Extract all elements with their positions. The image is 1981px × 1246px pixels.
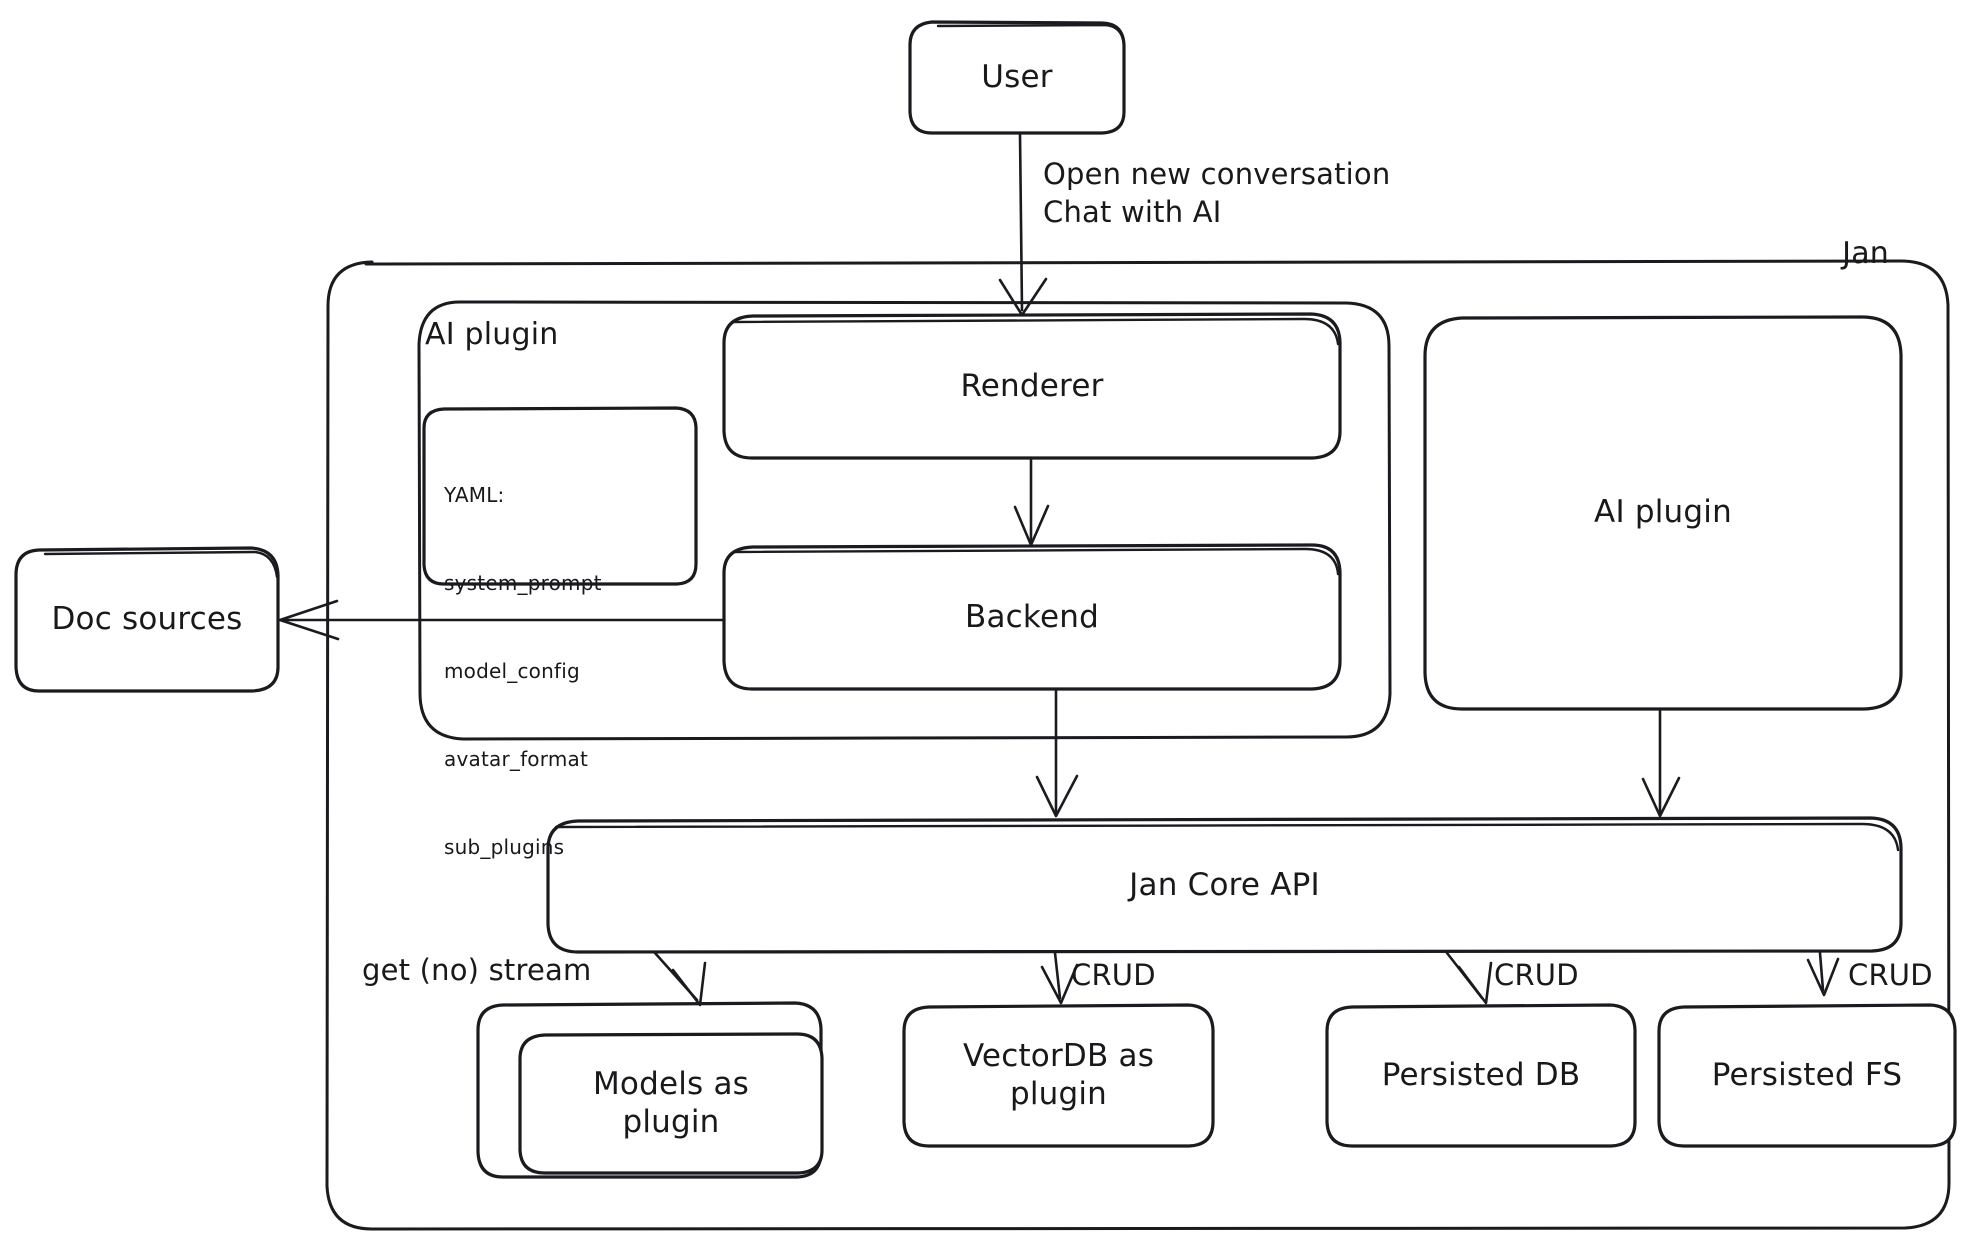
edge-user-to-renderer [998, 132, 1048, 317]
node-jan-core-api-box[interactable] [546, 816, 1903, 954]
edge-jan-core-api-to-persisted-fs [1806, 951, 1840, 997]
edge-backend-to-doc-sources [278, 599, 724, 641]
node-vectordb-as-plugin-box[interactable] [902, 1003, 1215, 1148]
node-label-renderer: Renderer [960, 367, 1104, 404]
node-persisted-fs-box[interactable] [1657, 1003, 1957, 1148]
container-label-jan: Jan [1842, 236, 1889, 271]
node-user-box[interactable] [908, 20, 1126, 135]
edge-label-crud-vectordb: CRUD [1071, 958, 1156, 992]
edge-label-user-to-renderer: Open new conversation Chat with AI [1043, 157, 1391, 229]
edge-jan-core-api-to-persisted-db [1445, 951, 1493, 1005]
node-label-user: User [981, 58, 1053, 95]
edge-label-crud-fs: CRUD [1848, 958, 1933, 992]
edge-renderer-to-backend [1013, 457, 1050, 547]
node-label-ai-plugin-right: AI plugin [1594, 494, 1732, 531]
node-label-persisted-fs: Persisted FS [1711, 1057, 1903, 1094]
yaml-card-content: YAML: system_prompt model_config avatar_… [444, 422, 602, 922]
container-ai-plugin-group[interactable] [417, 300, 1392, 741]
node-backend-box[interactable] [722, 543, 1342, 691]
yaml-card-key-0: system_prompt [444, 570, 602, 595]
edge-jan-core-api-to-vectordb [1040, 951, 1079, 1005]
edge-ai-plugin-to-jan-core-api [1641, 708, 1681, 818]
node-label-doc-sources: Doc sources [51, 601, 243, 638]
container-label-ai-plugin-group: AI plugin [425, 317, 559, 352]
container-jan[interactable] [325, 259, 1951, 1231]
yaml-card-key-1: model_config [444, 659, 580, 684]
node-label-vectordb-as-plugin: VectorDB as plugin [962, 1038, 1155, 1112]
edge-backend-to-jan-core-api [1035, 688, 1079, 818]
node-models-as-plugin-box[interactable] [518, 1032, 824, 1175]
node-yaml-card[interactable] [422, 406, 698, 586]
node-label-backend: Backend [965, 598, 1099, 635]
node-label-persisted-db: Persisted DB [1381, 1057, 1581, 1094]
node-ai-plugin-right-box[interactable] [1423, 315, 1903, 711]
node-doc-sources-box[interactable] [14, 546, 280, 693]
edge-label-models-stream: get (no) stream [362, 953, 592, 987]
node-persisted-db-box[interactable] [1325, 1003, 1637, 1148]
yaml-card-key-3: sub_plugins [444, 835, 565, 860]
node-label-models-as-plugin: Models as plugin [592, 1065, 750, 1140]
node-label-jan-core-api: Jan Core API [1129, 866, 1320, 903]
edge-label-crud-db: CRUD [1494, 958, 1579, 992]
yaml-card-header: YAML: [444, 482, 505, 507]
node-renderer-box[interactable] [722, 312, 1342, 460]
yaml-card-key-2: avatar_format [444, 747, 588, 772]
edge-jan-core-api-to-models [653, 951, 707, 1007]
